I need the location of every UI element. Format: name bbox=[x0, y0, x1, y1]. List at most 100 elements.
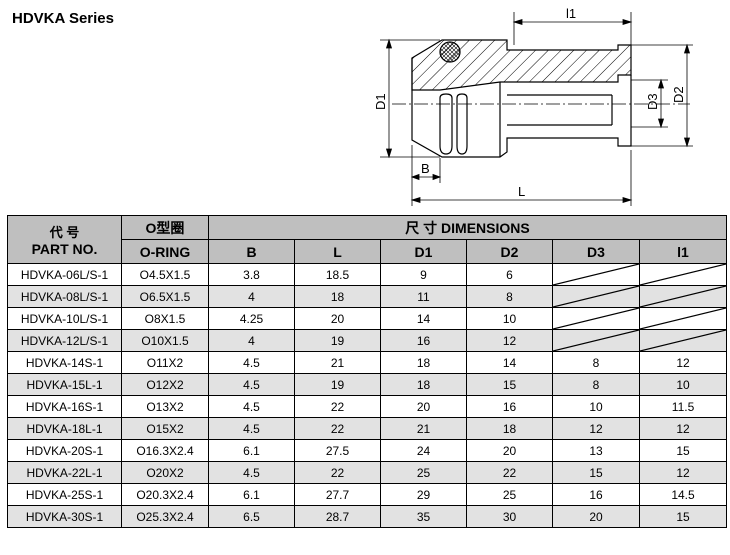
collet-outline bbox=[411, 58, 632, 158]
label-d3: D3 bbox=[645, 93, 660, 110]
cell-d1: 18 bbox=[380, 351, 467, 374]
cell-d3: 8 bbox=[552, 351, 640, 374]
header-col-b: B bbox=[208, 239, 295, 264]
cell-part: HDVKA-18L-1 bbox=[7, 417, 122, 440]
cell-l1: 12 bbox=[638, 417, 728, 440]
cell-b: 4 bbox=[208, 329, 295, 352]
cell-d1: 24 bbox=[380, 439, 467, 462]
cell-part: HDVKA-06L/S-1 bbox=[7, 263, 122, 286]
label-d1: D1 bbox=[373, 93, 388, 110]
cell-l: 22 bbox=[294, 417, 381, 440]
cell-l1: 15 bbox=[638, 505, 728, 528]
empty-cell-diagonal bbox=[552, 329, 640, 352]
header-col-d2: D2 bbox=[466, 239, 553, 264]
cell-d1: 25 bbox=[380, 461, 467, 484]
cell-d1: 21 bbox=[380, 417, 467, 440]
cell-part: HDVKA-30S-1 bbox=[7, 505, 122, 528]
cell-d1: 11 bbox=[380, 285, 467, 308]
cell-l1: 14.5 bbox=[638, 483, 728, 506]
cell-d2: 18 bbox=[466, 417, 553, 440]
cell-oring: O4.5X1.5 bbox=[121, 263, 209, 286]
header-col-d3: D3 bbox=[552, 239, 640, 264]
header-oring-en: O-RING bbox=[121, 239, 209, 264]
slot-right bbox=[456, 93, 468, 155]
header-dimensions: 尺 寸 DIMENSIONS bbox=[207, 215, 728, 240]
cell-part: HDVKA-16S-1 bbox=[7, 395, 122, 418]
cell-l: 28.7 bbox=[294, 505, 381, 528]
header-col-l1: l1 bbox=[638, 239, 728, 264]
cell-part: HDVKA-08L/S-1 bbox=[7, 285, 122, 308]
cell-l1: 10 bbox=[638, 373, 728, 396]
header-part-en: PART NO. bbox=[31, 241, 98, 257]
cell-oring: O15X2 bbox=[121, 417, 209, 440]
empty-cell-diagonal bbox=[638, 329, 728, 352]
cell-part: HDVKA-15L-1 bbox=[7, 373, 122, 396]
cell-d3: 10 bbox=[552, 395, 640, 418]
cell-b: 4.5 bbox=[208, 373, 295, 396]
cell-oring: O11X2 bbox=[121, 351, 209, 374]
cell-d2: 8 bbox=[466, 285, 553, 308]
cell-d2: 25 bbox=[466, 483, 553, 506]
cell-part: HDVKA-10L/S-1 bbox=[7, 307, 122, 330]
cell-d2: 15 bbox=[466, 373, 553, 396]
empty-cell-diagonal bbox=[638, 263, 728, 286]
header-col-l: L bbox=[294, 239, 381, 264]
cell-d3: 20 bbox=[552, 505, 640, 528]
cell-d3: 16 bbox=[552, 483, 640, 506]
cell-l: 27.5 bbox=[294, 439, 381, 462]
hatched-wall bbox=[411, 39, 632, 91]
dimensions-table: 代 号 PART NO. O型圈 尺 寸 DIMENSIONS O-RING B… bbox=[7, 215, 728, 528]
o-ring-section bbox=[439, 41, 461, 63]
cell-d2: 12 bbox=[466, 329, 553, 352]
cell-b: 4.5 bbox=[208, 461, 295, 484]
cell-oring: O10X1.5 bbox=[121, 329, 209, 352]
label-d2: D2 bbox=[671, 86, 686, 103]
cell-d2: 10 bbox=[466, 307, 553, 330]
cell-l1: 12 bbox=[638, 461, 728, 484]
cell-oring: O13X2 bbox=[121, 395, 209, 418]
cell-l: 18 bbox=[294, 285, 381, 308]
cell-d1: 16 bbox=[380, 329, 467, 352]
cell-d3: 12 bbox=[552, 417, 640, 440]
cell-oring: O6.5X1.5 bbox=[121, 285, 209, 308]
cell-b: 4.5 bbox=[208, 417, 295, 440]
cell-b: 4 bbox=[208, 285, 295, 308]
cell-part: HDVKA-14S-1 bbox=[7, 351, 122, 374]
cell-d2: 16 bbox=[466, 395, 553, 418]
cell-l: 19 bbox=[294, 329, 381, 352]
cell-d1: 35 bbox=[380, 505, 467, 528]
cell-d1: 9 bbox=[380, 263, 467, 286]
cell-b: 6.5 bbox=[208, 505, 295, 528]
empty-cell-diagonal bbox=[552, 263, 640, 286]
cell-l: 22 bbox=[294, 395, 381, 418]
cell-l1: 15 bbox=[638, 439, 728, 462]
cell-l1: 12 bbox=[638, 351, 728, 374]
empty-cell-diagonal bbox=[638, 285, 728, 308]
cell-b: 4.5 bbox=[208, 395, 295, 418]
cell-d1: 14 bbox=[380, 307, 467, 330]
slot-left bbox=[439, 93, 453, 155]
header-part-cn: 代 号 bbox=[49, 225, 80, 240]
cell-oring: O25.3X2.4 bbox=[121, 505, 209, 528]
cell-b: 3.8 bbox=[208, 263, 295, 286]
cell-l: 20 bbox=[294, 307, 381, 330]
cell-b: 4.5 bbox=[208, 351, 295, 374]
cell-d1: 18 bbox=[380, 373, 467, 396]
cell-oring: O16.3X2.4 bbox=[121, 439, 209, 462]
header-col-d1: D1 bbox=[380, 239, 467, 264]
cell-d2: 14 bbox=[466, 351, 553, 374]
empty-cell-diagonal bbox=[638, 307, 728, 330]
label-l1: l1 bbox=[566, 6, 576, 21]
cell-oring: O12X2 bbox=[121, 373, 209, 396]
cell-oring: O20X2 bbox=[121, 461, 209, 484]
cell-d1: 29 bbox=[380, 483, 467, 506]
